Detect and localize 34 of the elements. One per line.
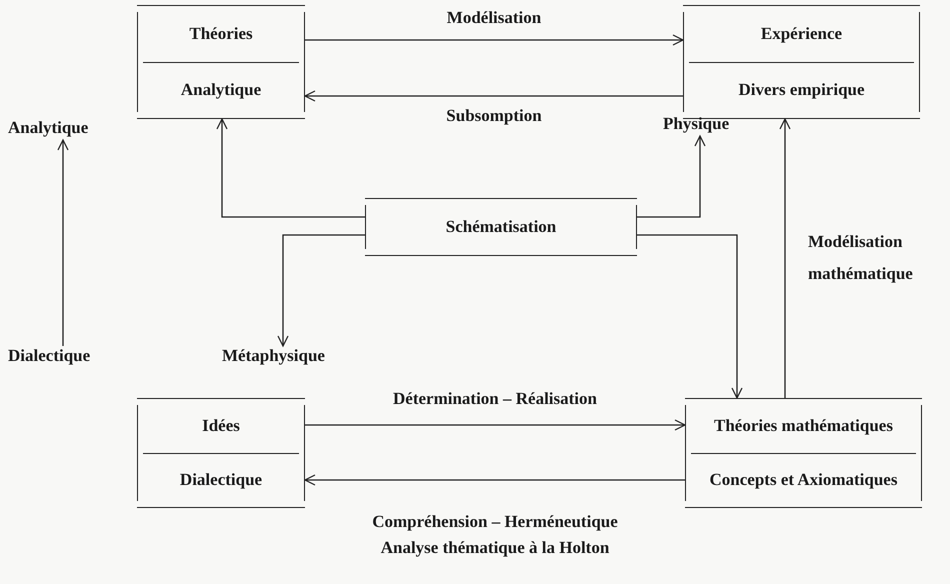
box-text: Divers empirique: [737, 80, 866, 100]
arrow: [637, 135, 706, 218]
box-text: Théories: [188, 24, 254, 44]
concept-box: [137, 5, 305, 119]
arrow: [305, 34, 684, 46]
concept-label: Analytique: [8, 118, 88, 138]
box-text: Expérience: [760, 24, 844, 44]
box-text: Dialectique: [178, 470, 264, 490]
edge-label: Compréhension – Herméneutique: [372, 511, 618, 533]
concept-label: Physique: [663, 114, 730, 134]
concept-box: [137, 398, 305, 508]
concept-box: [685, 398, 922, 508]
edge-label: Modélisation: [446, 7, 542, 29]
edge-label: Modélisation mathématique: [808, 231, 914, 286]
arrow: [304, 474, 685, 486]
concept-label: Dialectique: [8, 346, 90, 366]
concept-box: [683, 5, 920, 119]
box-text: Schématisation: [444, 217, 558, 237]
arrow: [779, 118, 791, 398]
arrow: [637, 234, 743, 399]
box-text: Analytique: [180, 80, 262, 100]
arrow: [216, 118, 365, 218]
note-text: Analyse thématique à la Holton: [380, 538, 610, 558]
box-text: Idées: [201, 416, 241, 436]
box-text: Théories mathématiques: [713, 416, 894, 436]
arrow: [277, 234, 365, 347]
concept-box: [365, 198, 637, 256]
edge-label: Détermination – Réalisation: [393, 388, 597, 410]
edge-label: Subsomption: [446, 105, 542, 127]
box-text: Concepts et Axiomatiques: [708, 470, 898, 490]
concept-label: Métaphysique: [222, 346, 325, 366]
arrow: [305, 419, 686, 431]
arrow: [304, 90, 683, 102]
arrow: [57, 139, 69, 346]
